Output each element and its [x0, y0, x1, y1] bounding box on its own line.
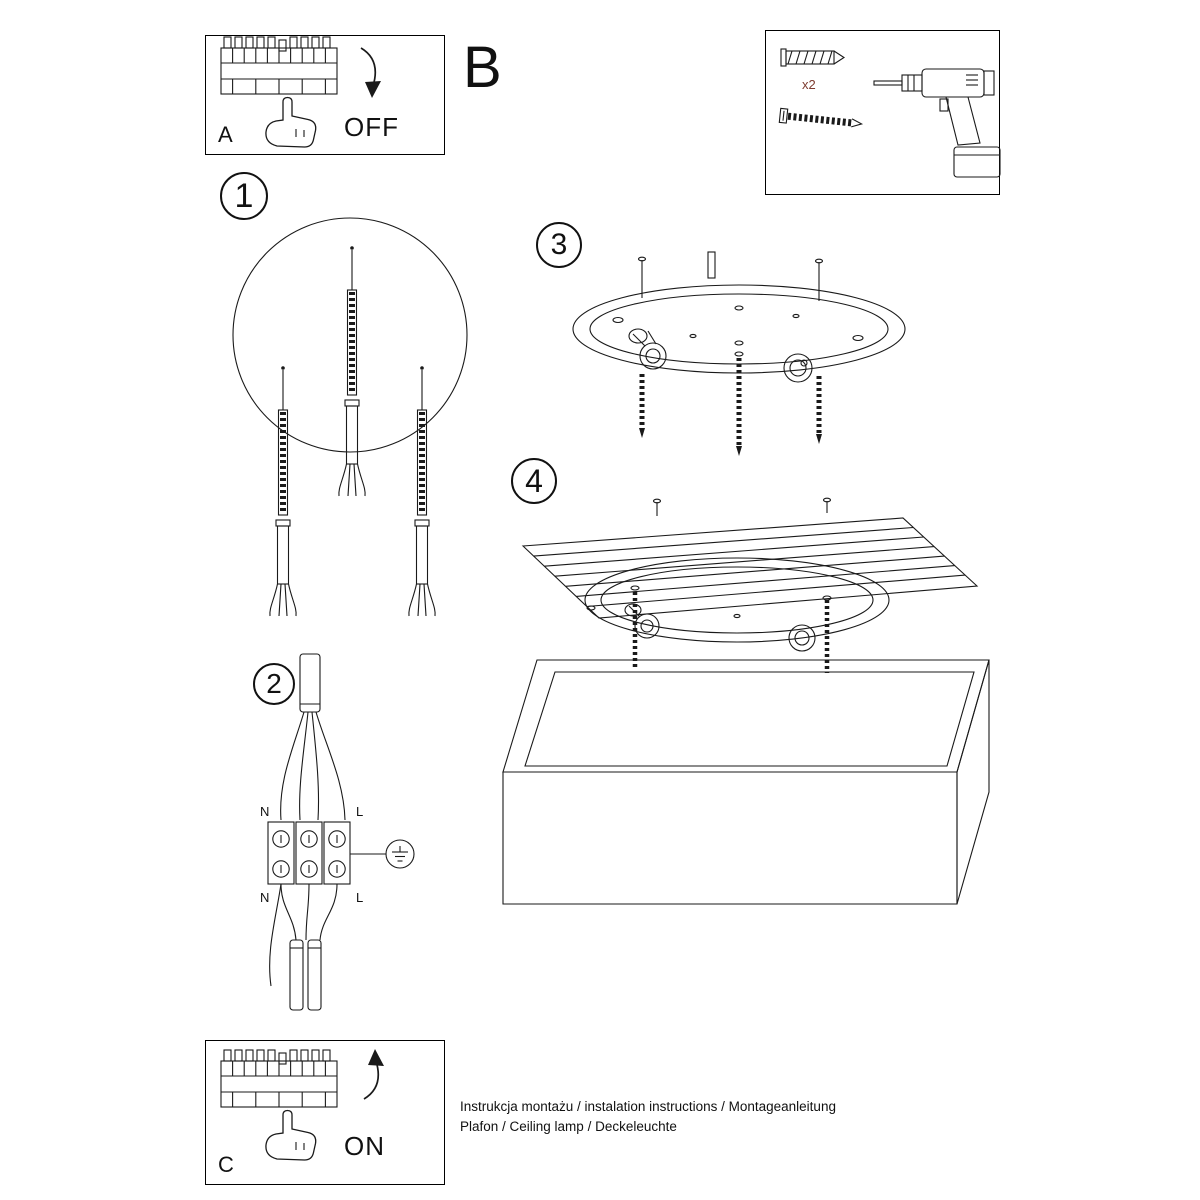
ceiling-pins — [652, 497, 832, 516]
step-1-number: 1 — [234, 176, 254, 215]
step-4-number: 4 — [525, 462, 543, 499]
line-label-bottom: L — [356, 890, 363, 905]
breaker-panel-icon — [220, 36, 338, 148]
step-1-badge: 1 — [220, 172, 268, 220]
step-2-number: 2 — [266, 668, 282, 699]
footer-line-2: Plafon / Ceiling lamp / Deckeleuchte — [460, 1119, 677, 1134]
step-3-badge: 3 — [536, 222, 582, 268]
step-1-drawing — [232, 217, 468, 617]
neutral-label-top: N — [260, 804, 269, 819]
hardware-box: x2 — [765, 30, 1001, 195]
screw-icon — [778, 107, 864, 128]
magnifier-circle — [232, 217, 468, 453]
lamp-socket-left — [628, 328, 667, 370]
line-label-top: L — [356, 804, 363, 819]
panel-a-breaker-off: A OFF — [205, 35, 445, 155]
wires-top — [280, 711, 346, 821]
hardware-drawing: x2 — [778, 48, 1001, 178]
screw-anchor-right — [408, 366, 436, 617]
step-3-number: 3 — [550, 228, 568, 261]
lamp-socket-right — [788, 624, 816, 652]
shade-box — [502, 659, 990, 905]
bottom-screws — [639, 351, 822, 456]
anchor-count-label: x2 — [802, 77, 816, 92]
step-4-drawing — [502, 497, 990, 905]
footer-line-1: Instrukcja montażu / instalation instruc… — [460, 1099, 836, 1114]
screw-anchor-middle — [338, 246, 366, 497]
on-label: ON — [344, 1131, 385, 1161]
breaker-panel-icon — [220, 1049, 338, 1161]
breaker-off-drawing — [220, 36, 381, 148]
square-canopy — [521, 517, 979, 619]
screw-anchor-left — [269, 366, 297, 617]
ground-symbol — [350, 839, 415, 869]
round-plate-under-canopy — [584, 557, 890, 643]
arrow-up-icon — [363, 1049, 384, 1100]
step-2-wiring-drawing: N L N L — [260, 653, 415, 1011]
terminal-block — [267, 821, 351, 885]
neutral-label-bottom: N — [260, 890, 269, 905]
breaker-on-drawing — [220, 1049, 384, 1161]
section-b-label: B — [463, 35, 502, 100]
top-screws — [637, 251, 824, 301]
off-label: OFF — [344, 112, 399, 142]
step-3-drawing — [572, 251, 906, 456]
panel-c-label: C — [218, 1152, 234, 1177]
lamp-socket-right — [783, 353, 813, 383]
fixing-screws — [632, 592, 830, 673]
wall-anchor-icon — [780, 48, 846, 67]
step-2-badge: 2 — [253, 663, 295, 705]
panel-c-breaker-on: C ON — [205, 1040, 445, 1185]
drill-icon — [873, 68, 1001, 178]
step-4-badge: 4 — [511, 458, 557, 504]
wires-bottom — [269, 883, 338, 987]
panel-a-label: A — [218, 122, 233, 147]
supply-cable — [299, 653, 321, 713]
arrow-down-icon — [360, 47, 381, 98]
lamp-cables — [289, 939, 322, 1011]
